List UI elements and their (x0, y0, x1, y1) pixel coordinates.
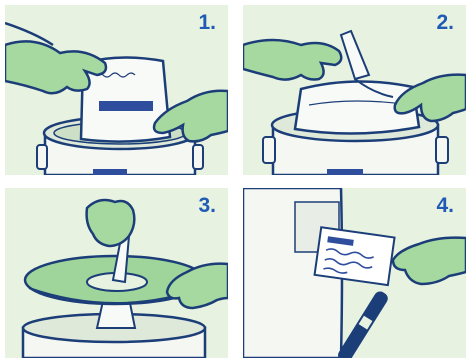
step-4-number: 4. (436, 194, 454, 218)
step-1-number: 1. (198, 11, 216, 35)
canister-label (327, 169, 363, 175)
step-4-illustration (243, 188, 466, 358)
step-2-number: 2. (436, 11, 454, 35)
step-1-illustration (5, 5, 228, 175)
step-3-illustration (5, 188, 228, 358)
step-3-number: 3. (198, 194, 216, 218)
step-1-panel: 1. (5, 5, 228, 175)
step-2-panel: 2. (243, 5, 466, 175)
date-label (315, 227, 395, 285)
step-3-panel: 3. (5, 188, 228, 358)
step-4-panel: 4. (243, 188, 466, 358)
pouch-label (99, 101, 153, 111)
step-2-illustration (243, 5, 466, 175)
canister-label (93, 169, 127, 175)
